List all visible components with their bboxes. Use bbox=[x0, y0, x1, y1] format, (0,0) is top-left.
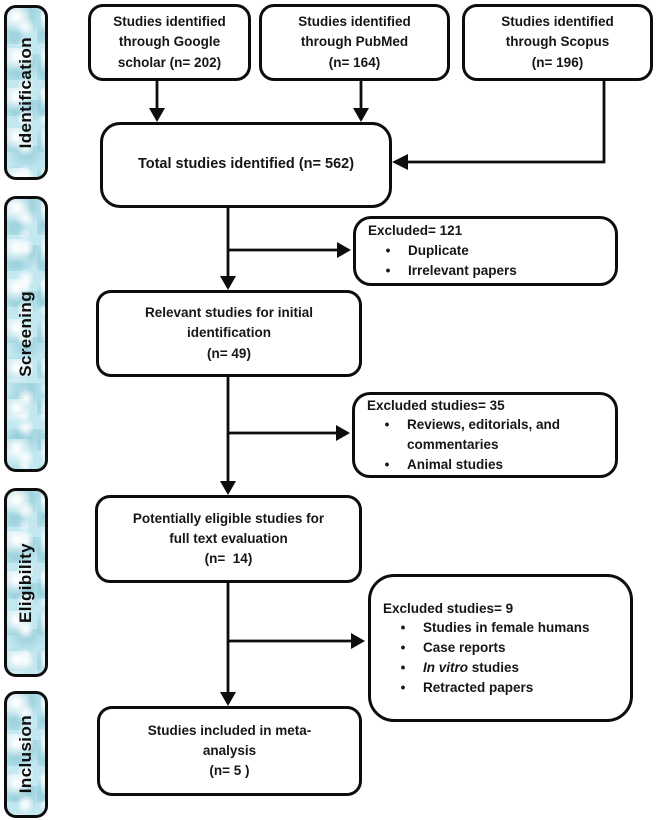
box-text: (n= 49) bbox=[207, 345, 251, 361]
arrowhead-scopus-left bbox=[392, 154, 408, 170]
excluded-reason: Case reports bbox=[383, 638, 590, 658]
box-text: Studies identified bbox=[113, 14, 226, 30]
excluded-title: Excluded studies= 35 bbox=[367, 397, 505, 413]
arrowhead-excluded3-right bbox=[351, 633, 365, 649]
excluded-reason: Studies in female humans bbox=[383, 618, 590, 638]
bullet-icon bbox=[367, 415, 407, 454]
excluded-reason: Duplicate bbox=[368, 241, 517, 261]
box-excluded-nine: Excluded studies= 9 Studies in female hu… bbox=[368, 574, 633, 722]
box-text: Relevant studies for initial bbox=[144, 305, 314, 321]
bullet-icon bbox=[368, 241, 408, 261]
box-included-meta-analysis: Studies included in meta- analysis (n= 5… bbox=[97, 706, 362, 796]
excluded-reason: Retracted papers bbox=[383, 678, 590, 698]
arrowhead-eligible-down bbox=[220, 692, 236, 706]
box-text: Studies identified bbox=[298, 14, 411, 30]
box-text: (n= 14) bbox=[204, 551, 253, 567]
box-pubmed: Studies identified through PubMed (n= 16… bbox=[259, 4, 450, 81]
arrowhead-pubmed-down bbox=[353, 108, 369, 122]
excluded-reason: Reviews, editorials, and commentaries bbox=[367, 415, 607, 454]
box-text: through Scopus bbox=[505, 34, 610, 50]
box-text: through PubMed bbox=[300, 34, 409, 50]
stage-label-inclusion: Inclusion bbox=[16, 715, 35, 794]
stage-label-identification: Identification bbox=[16, 36, 35, 149]
excluded-reason: Irrelevant papers bbox=[368, 261, 517, 281]
stage-label-eligibility: Eligibility bbox=[16, 542, 35, 623]
stage-bar-inclusion: Inclusion bbox=[4, 691, 48, 818]
box-excluded-reviews: Excluded studies= 35 Reviews, editorials… bbox=[352, 392, 618, 478]
box-text: analysis bbox=[202, 742, 257, 758]
box-text: (n= 164) bbox=[328, 54, 381, 70]
stage-bar-identification: Identification bbox=[4, 5, 48, 180]
box-text: Potentially eligible studies for bbox=[132, 510, 325, 526]
stage-label-screening: Screening bbox=[16, 291, 35, 377]
bullet-icon bbox=[383, 638, 423, 658]
bullet-icon bbox=[368, 261, 408, 281]
box-google-scholar: Studies identified through Google schola… bbox=[88, 4, 251, 81]
box-total-identified: Total studies identified (n= 562) bbox=[100, 122, 392, 208]
excluded-reason: Animal studies bbox=[367, 455, 607, 475]
box-excluded-duplicates: Excluded= 121 Duplicate Irrelevant paper… bbox=[353, 216, 618, 286]
arrowhead-excluded1-right bbox=[337, 242, 351, 258]
excluded-reasons-list: Reviews, editorials, and commentaries An… bbox=[367, 415, 607, 474]
box-scopus: Studies identified through Scopus (n= 19… bbox=[462, 4, 653, 81]
box-text: (n= 196) bbox=[531, 54, 584, 70]
arrowhead-relevant-down bbox=[220, 481, 236, 495]
excluded-title: Excluded studies= 9 bbox=[383, 600, 514, 616]
excluded-title: Excluded= 121 bbox=[368, 223, 463, 239]
box-text: identification bbox=[187, 325, 271, 341]
bullet-icon bbox=[383, 618, 423, 638]
excluded-reason: In vitro studies bbox=[383, 658, 590, 678]
box-text: full text evaluation bbox=[169, 530, 288, 546]
box-text: through Google bbox=[118, 34, 221, 50]
box-relevant-initial: Relevant studies for initial identificat… bbox=[96, 290, 362, 377]
stage-bar-screening: Screening bbox=[4, 196, 48, 472]
bullet-icon bbox=[367, 455, 407, 475]
stage-bar-eligibility: Eligibility bbox=[4, 488, 48, 677]
box-text: (n= 5 ) bbox=[209, 763, 250, 779]
box-text: Studies included in meta- bbox=[147, 722, 312, 738]
arrowhead-excluded2-right bbox=[336, 425, 350, 441]
excluded-reasons-list: Duplicate Irrelevant papers bbox=[368, 241, 517, 280]
bullet-icon bbox=[383, 678, 423, 698]
arrowhead-google-down bbox=[149, 108, 165, 122]
box-text: scholar (n= 202) bbox=[117, 54, 222, 70]
arrowhead-total-down bbox=[220, 276, 236, 290]
box-text: Studies identified bbox=[501, 14, 614, 30]
arrow-scopus-to-total bbox=[408, 81, 606, 164]
box-eligible-fulltext: Potentially eligible studies for full te… bbox=[95, 495, 362, 583]
bullet-icon bbox=[383, 658, 423, 678]
box-text: Total studies identified (n= 562) bbox=[137, 156, 355, 173]
excluded-reasons-list: Studies in female humans Case reports In… bbox=[383, 618, 590, 697]
